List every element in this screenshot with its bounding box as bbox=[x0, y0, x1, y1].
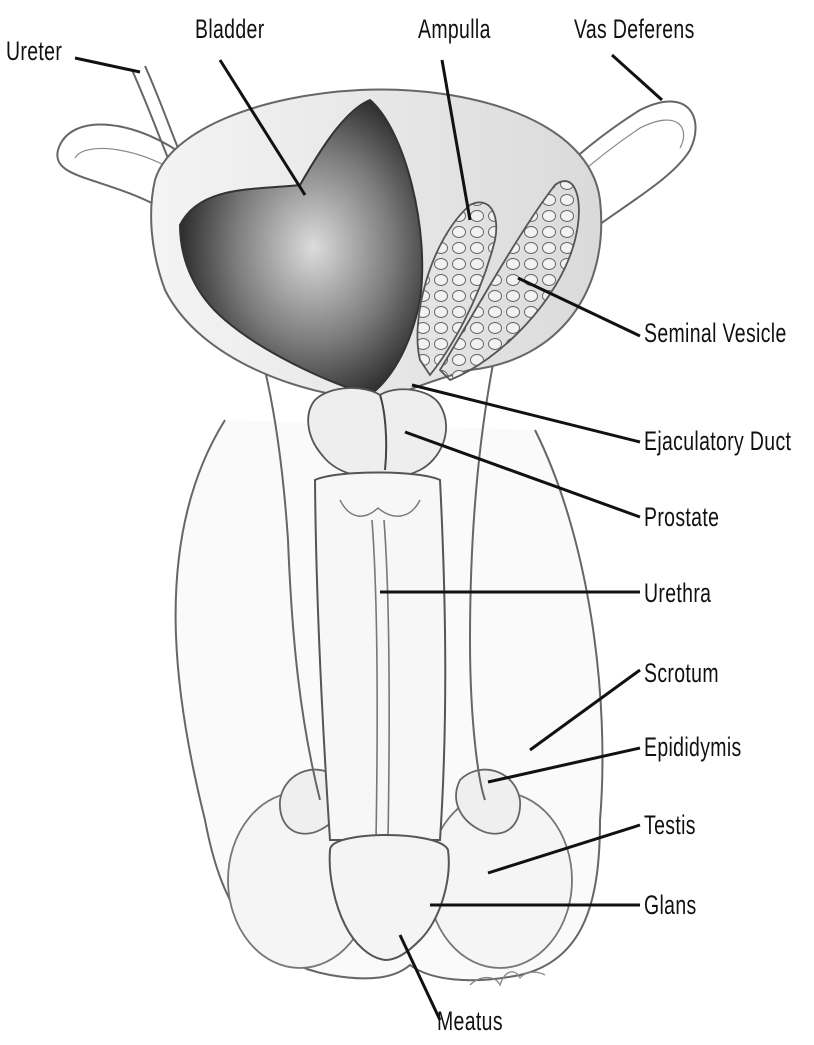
label-ureter: Ureter bbox=[6, 36, 62, 66]
label-scrotum: Scrotum bbox=[644, 658, 719, 688]
label-meatus: Meatus bbox=[437, 1006, 503, 1036]
label-bladder: Bladder bbox=[195, 14, 265, 44]
penis-shaft bbox=[315, 473, 445, 841]
leader-ureter bbox=[75, 58, 140, 72]
label-urethra: Urethra bbox=[644, 578, 711, 608]
label-prostate: Prostate bbox=[644, 502, 719, 532]
label-seminal-vesicle: Seminal Vesicle bbox=[644, 318, 787, 348]
label-epididymis: Epididymis bbox=[644, 732, 742, 762]
label-vas-deferens: Vas Deferens bbox=[574, 14, 695, 44]
label-testis: Testis bbox=[644, 810, 696, 840]
label-ampulla: Ampulla bbox=[418, 14, 491, 44]
label-ejaculatory-duct: Ejaculatory Duct bbox=[644, 426, 791, 456]
leader-vas-deferens bbox=[612, 55, 662, 100]
label-glans: Glans bbox=[644, 890, 697, 920]
